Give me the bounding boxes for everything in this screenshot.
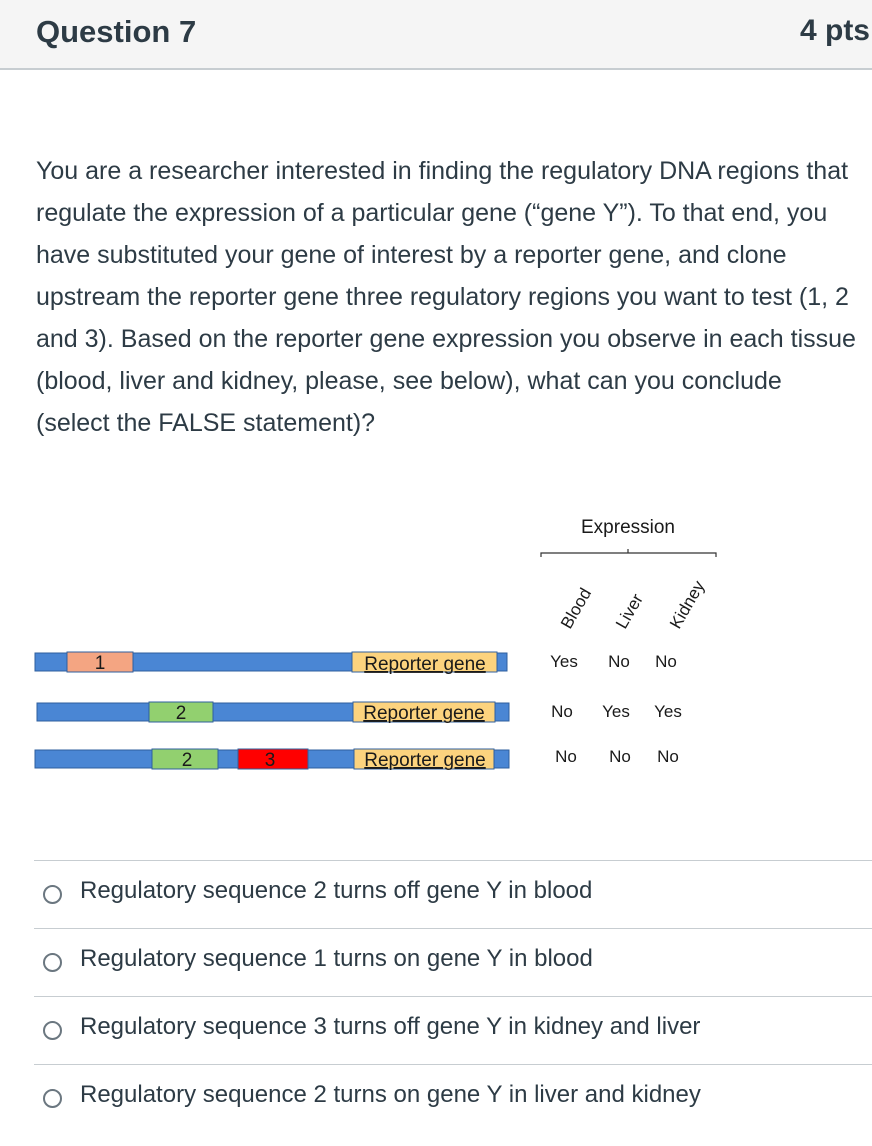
- answer-option[interactable]: Regulatory sequence 1 turns on gene Y in…: [34, 928, 872, 996]
- answer-label[interactable]: Regulatory sequence 2 turns on gene Y in…: [80, 1081, 701, 1108]
- reporter-construct-figure: Expression Blood Liver Kidney 1 Reporter…: [0, 505, 872, 805]
- reporter-gene-box: [352, 701, 496, 723]
- region-box: [151, 748, 219, 770]
- tissue-label-liver: Liver: [612, 590, 647, 632]
- reporter-gene-label: Reporter gene: [363, 703, 484, 724]
- expression-blood: Yes: [550, 652, 578, 671]
- reporter-gene-label: Reporter gene: [364, 654, 485, 675]
- reporter-gene-box: [351, 651, 498, 673]
- tissue-label-kidney: Kidney: [666, 577, 709, 632]
- region-label: 2: [182, 750, 193, 771]
- expression-liver: No: [609, 747, 631, 766]
- expression-liver: No: [608, 652, 630, 671]
- region-box: [66, 651, 134, 673]
- question-points: 4 pts: [799, 14, 870, 47]
- construct-1: 1 Reporter gene Yes No No: [34, 651, 677, 675]
- reporter-gene-label: Reporter gene: [364, 750, 485, 771]
- expression-bracket: [540, 549, 717, 557]
- construct-2: 2 Reporter gene No Yes Yes: [36, 701, 682, 724]
- region-label: 2: [176, 703, 187, 724]
- question-text: You are a researcher interested in findi…: [36, 157, 856, 437]
- construct-diagram: Expression Blood Liver Kidney 1 Reporter…: [34, 517, 717, 771]
- reporter-gene-box: [353, 748, 495, 770]
- answer-option[interactable]: Regulatory sequence 2 turns off gene Y i…: [34, 860, 872, 928]
- expression-blood: No: [555, 747, 577, 766]
- answer-list: Regulatory sequence 2 turns off gene Y i…: [34, 860, 872, 1132]
- radio-button[interactable]: [43, 885, 62, 904]
- radio-button[interactable]: [43, 1089, 62, 1108]
- answer-label[interactable]: Regulatory sequence 1 turns on gene Y in…: [80, 945, 593, 972]
- expression-kidney: No: [655, 652, 677, 671]
- radio-button[interactable]: [43, 1021, 62, 1040]
- tissue-label-blood: Blood: [557, 585, 595, 632]
- expression-blood: No: [551, 702, 573, 721]
- radio-button[interactable]: [43, 953, 62, 972]
- answer-label[interactable]: Regulatory sequence 2 turns off gene Y i…: [80, 877, 593, 904]
- answer-label[interactable]: Regulatory sequence 3 turns off gene Y i…: [80, 1013, 701, 1040]
- region-box: [237, 748, 309, 770]
- answer-option[interactable]: Regulatory sequence 2 turns on gene Y in…: [34, 1064, 872, 1132]
- region-label: 3: [265, 750, 276, 771]
- region-box: [148, 701, 214, 723]
- region-label: 1: [95, 653, 106, 674]
- question-title: Question 7: [36, 14, 197, 49]
- expression-kidney: No: [657, 747, 679, 766]
- answer-option[interactable]: Regulatory sequence 3 turns off gene Y i…: [34, 996, 872, 1064]
- expression-kidney: Yes: [654, 702, 682, 721]
- construct-3: 2 3 Reporter gene No No No: [34, 747, 679, 771]
- expression-liver: Yes: [602, 702, 630, 721]
- expression-label: Expression: [581, 517, 675, 538]
- question-header: Question 7 4 pts: [0, 0, 872, 70]
